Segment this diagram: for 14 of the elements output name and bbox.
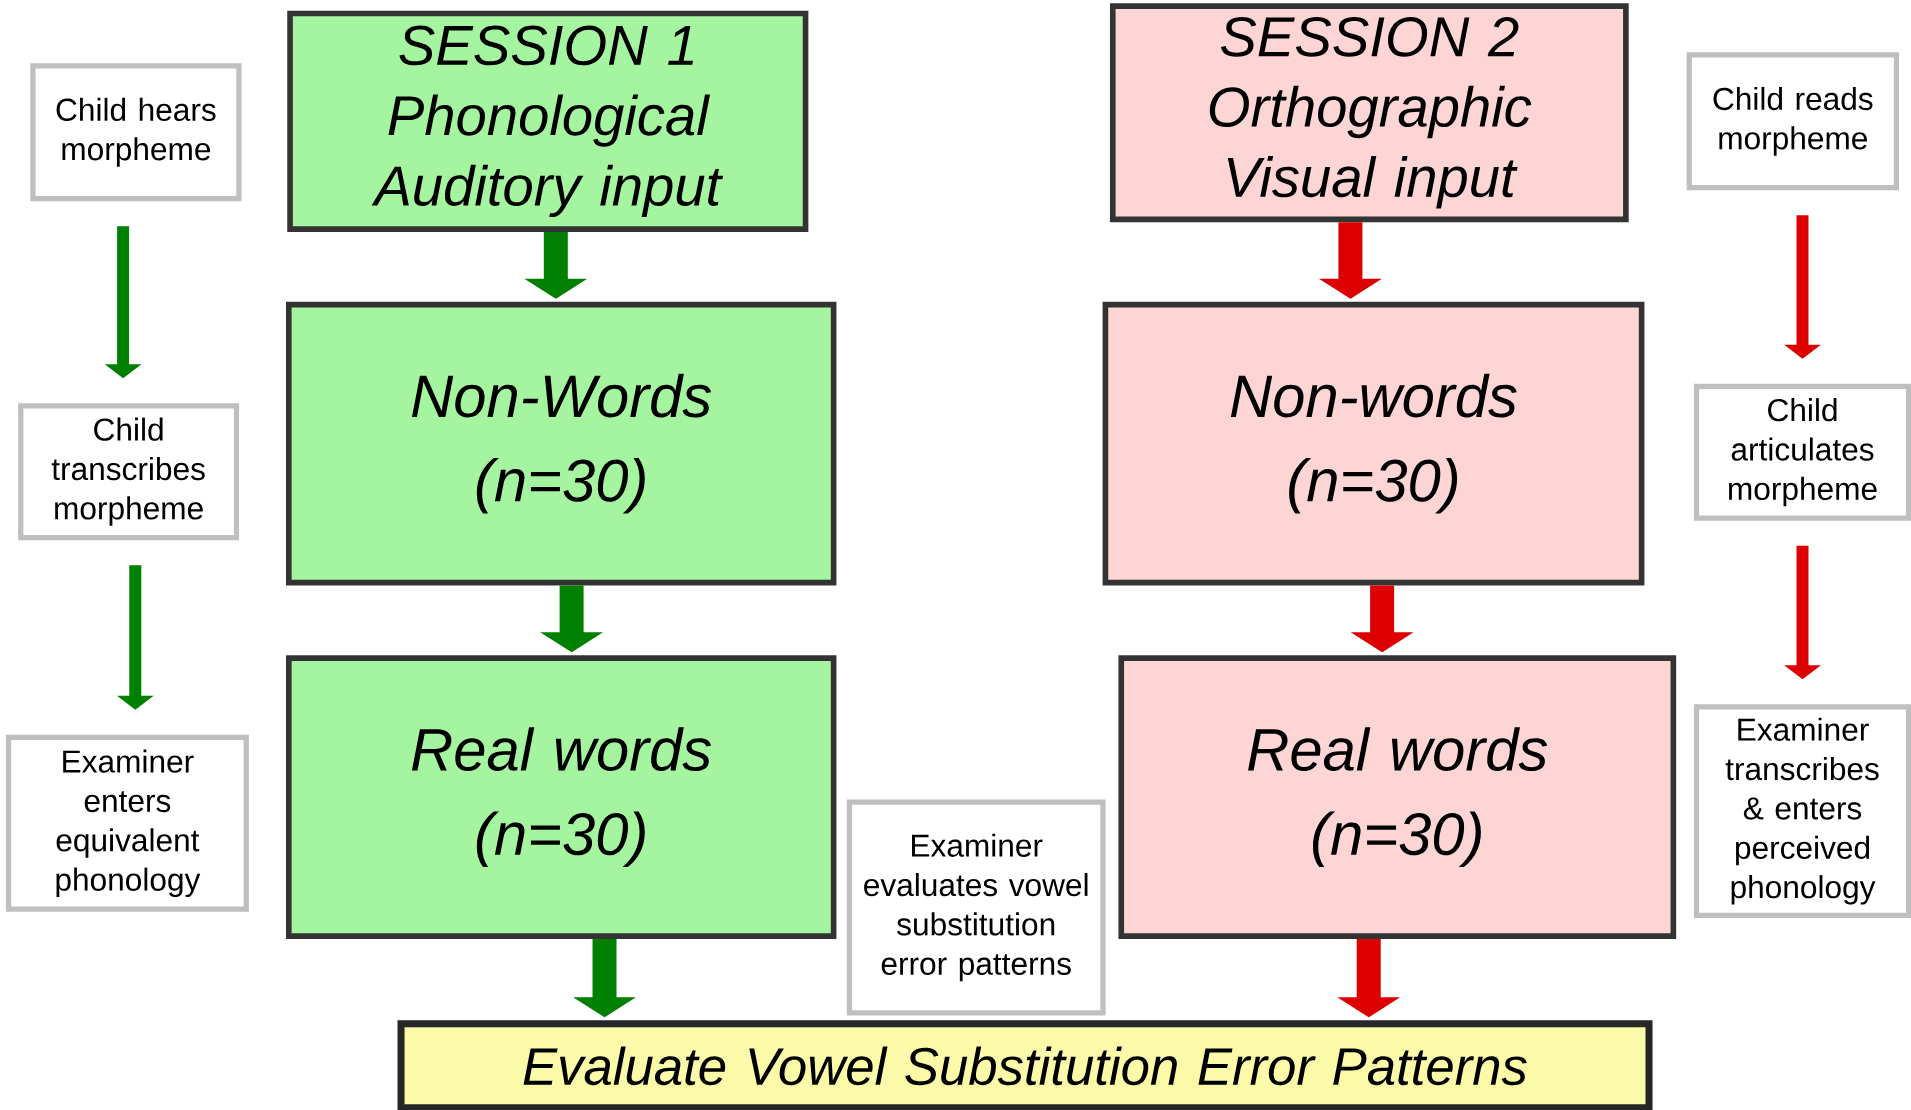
step-box: Examiner transcribes & enters perceived phonology — [1693, 704, 1911, 918]
step-box: Child transcribes morpheme — [18, 403, 240, 541]
step-box: Child reads morpheme — [1686, 52, 1900, 191]
step-box: Examiner enters equivalent phonology — [5, 734, 249, 912]
step-box: Examiner evaluates vowel substitution error patterns — [846, 799, 1106, 1016]
condition-box: Non-words (n=30) — [1102, 301, 1645, 586]
condition-box: Real words (n=30) — [1118, 655, 1677, 939]
step-box: Child hears morpheme — [30, 63, 242, 202]
condition-box: Real words (n=30) — [286, 655, 837, 939]
step-box: Child articulates morpheme — [1693, 383, 1911, 521]
condition-box: Non-Words (n=30) — [286, 301, 837, 586]
session-box: SESSION 1 Phonological Auditory input — [287, 10, 809, 232]
session-box: SESSION 2 Orthographic Visual input — [1109, 3, 1629, 223]
summary-box: Evaluate Vowel Substitution Error Patterns — [397, 1020, 1653, 1110]
